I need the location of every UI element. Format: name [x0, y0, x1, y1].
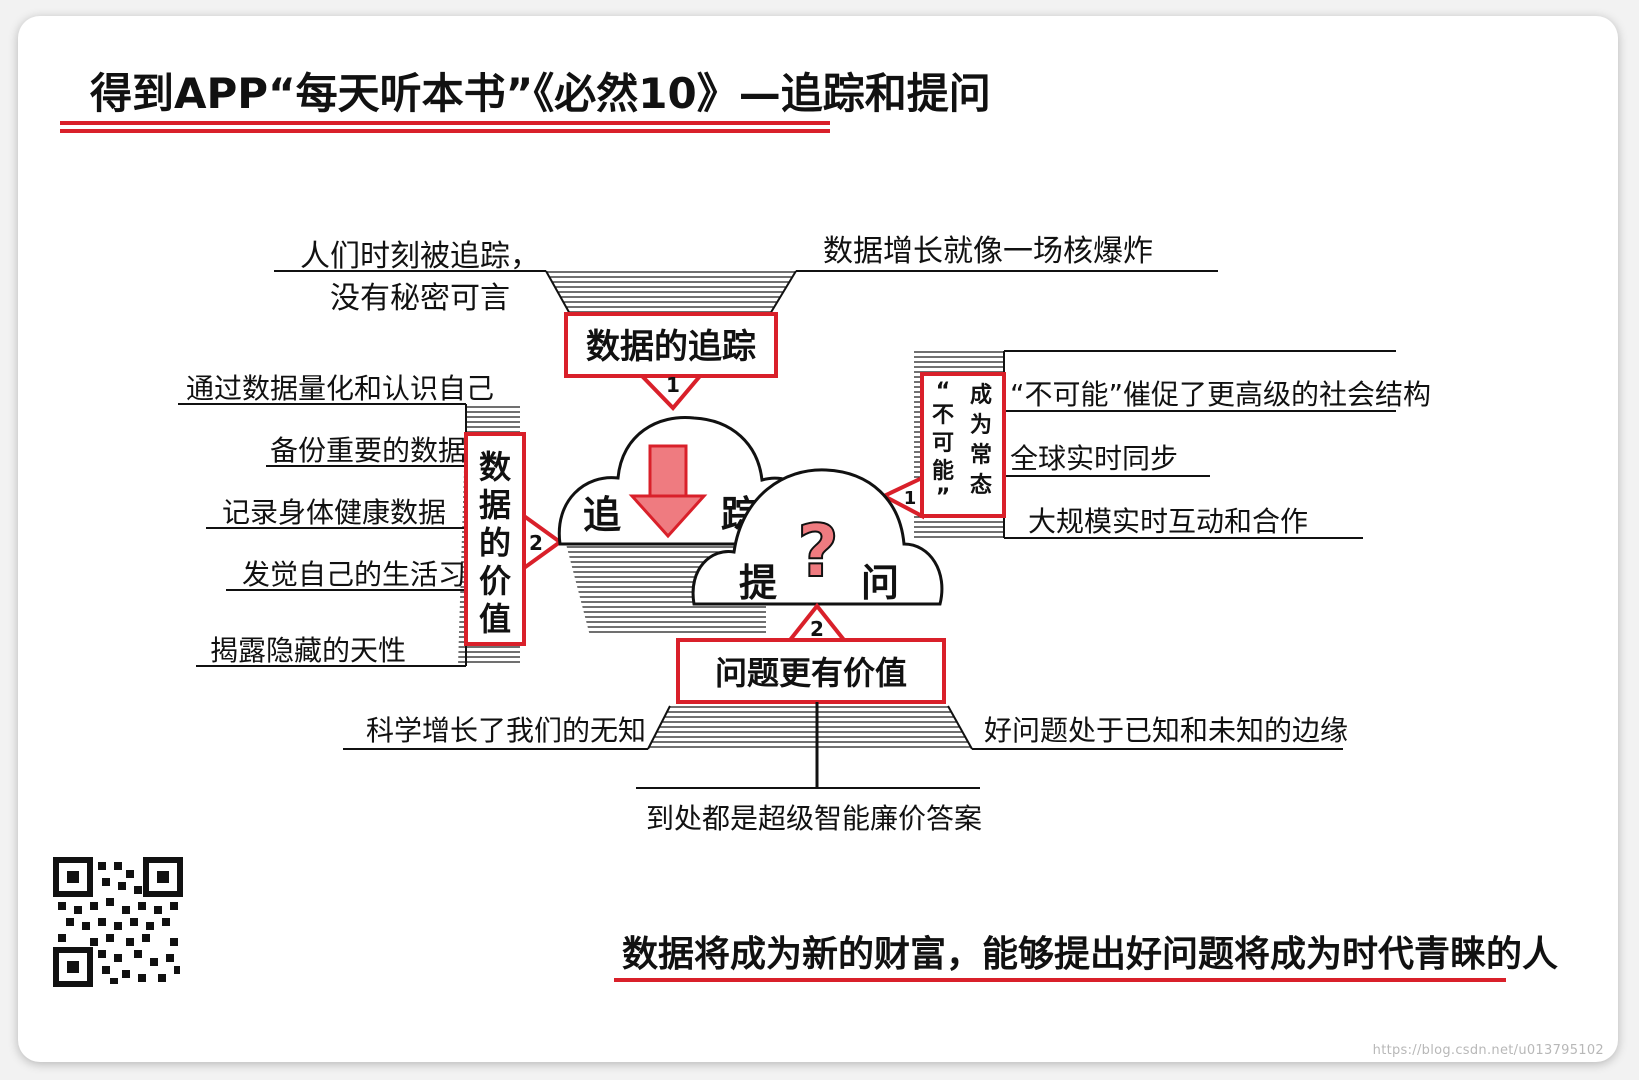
impossible-pointer — [879, 474, 924, 520]
questions-branch: 2 问题更有价值 科学增长了我们的无知 好问题处于已知和未知的边缘 到处都是超级… — [343, 602, 1348, 835]
value-heading-char-4: 价 — [479, 562, 511, 600]
value-item-3: 记录身体健康数据 — [222, 496, 446, 529]
tracking-left-line1: 人们时刻被追踪， — [300, 239, 540, 274]
value-heading-char-2: 据 — [479, 486, 511, 524]
impossible-item-2: 全球实时同步 — [1010, 442, 1178, 475]
ask-cloud — [691, 468, 944, 606]
conclusion-text: 数据将成为新的财富，能够提出好问题将成为时代青睐的人 — [622, 933, 1558, 975]
questions-left-text: 科学增长了我们的无知 — [366, 714, 646, 747]
impossible-col-left-5: ” — [936, 485, 950, 510]
impossible-item-1: “不可能”催促了更高级的社会结构 — [1010, 378, 1431, 411]
impossible-col-left-3: 可 — [932, 431, 954, 456]
mindmap-card: 得到APP“每天听本书”《必然10》—追踪和提问 人们时刻被追踪， 没有秘密可言… — [18, 16, 1618, 1062]
questions-heading-box — [676, 638, 946, 704]
value-item-4: 发觉自己的生活习惯 — [242, 558, 494, 591]
tracking-hatch — [546, 271, 796, 314]
impossible-col-right-2: 为 — [970, 413, 992, 438]
question-mark-icon: ? — [797, 509, 839, 593]
down-arrow-icon — [648, 444, 688, 500]
center-question-char: 问 — [861, 561, 899, 605]
impossible-col-right-4: 态 — [970, 472, 992, 498]
value-item-5: 揭露隐藏的天性 — [210, 634, 406, 667]
page-title: 得到APP“每天听本书”《必然10》—追踪和提问 — [90, 69, 991, 118]
impossible-col-left-1: “ — [936, 379, 950, 404]
value-heading-char-1: 数 — [479, 448, 512, 486]
impossible-branch: “不可能”催促了更高级的社会结构 全球实时同步 大规模实时互动和合作 “ 不 可… — [879, 350, 1431, 539]
impossible-col-right-1: 成 — [970, 383, 992, 408]
down-arrow-head-icon — [628, 494, 708, 539]
questions-number: 2 — [810, 617, 824, 641]
watermark-url: https://blog.csdn.net/u013795102 — [1372, 1043, 1604, 1058]
value-heading-char-5: 值 — [479, 600, 511, 638]
center-clouds: 追 踪 ? 提 问 — [557, 416, 944, 636]
value-number: 2 — [529, 531, 543, 555]
center-track-char: 追 — [583, 493, 621, 537]
impossible-col-left-4: 能 — [932, 458, 954, 484]
value-item-1: 通过数据量化和认识自己 — [186, 372, 494, 405]
tracking-branch: 人们时刻被追踪， 没有秘密可言 数据增长就像一场核爆炸 数据的追踪 1 — [274, 234, 1218, 411]
tracking-right-text: 数据增长就像一场核爆炸 — [823, 234, 1153, 269]
questions-right-text: 好问题处于已知和未知的边缘 — [984, 714, 1348, 747]
value-item-2: 备份重要的数据 — [270, 434, 466, 467]
center-ask-char: 提 — [739, 561, 777, 605]
impossible-col-right-3: 常 — [970, 442, 992, 468]
value-pointer — [522, 512, 564, 572]
tracking-pointer — [637, 374, 705, 411]
impossible-number: 1 — [904, 488, 917, 509]
value-heading-char-3: 的 — [479, 524, 511, 562]
tracking-heading: 数据的追踪 — [586, 327, 756, 367]
impossible-item-3: 大规模实时互动和合作 — [1028, 505, 1308, 538]
questions-bottom-text: 到处都是超级智能廉价答案 — [646, 802, 982, 835]
value-branch: 通过数据量化和认识自己 备份重要的数据 记录身体健康数据 发觉自己的生活习惯 揭… — [178, 372, 564, 667]
impossible-heading-box — [920, 372, 1006, 518]
tracking-number: 1 — [666, 373, 680, 397]
impossible-col-left-2: 不 — [932, 403, 954, 428]
tracking-left-line2: 没有秘密可言 — [330, 281, 510, 316]
tracking-heading-box — [564, 312, 778, 378]
qr-code-icon — [53, 857, 183, 987]
mindmap-diagram: 得到APP“每天听本书”《必然10》—追踪和提问 人们时刻被追踪， 没有秘密可言… — [53, 69, 1558, 987]
questions-heading: 问题更有价值 — [715, 654, 907, 692]
questions-hatch — [648, 706, 972, 749]
